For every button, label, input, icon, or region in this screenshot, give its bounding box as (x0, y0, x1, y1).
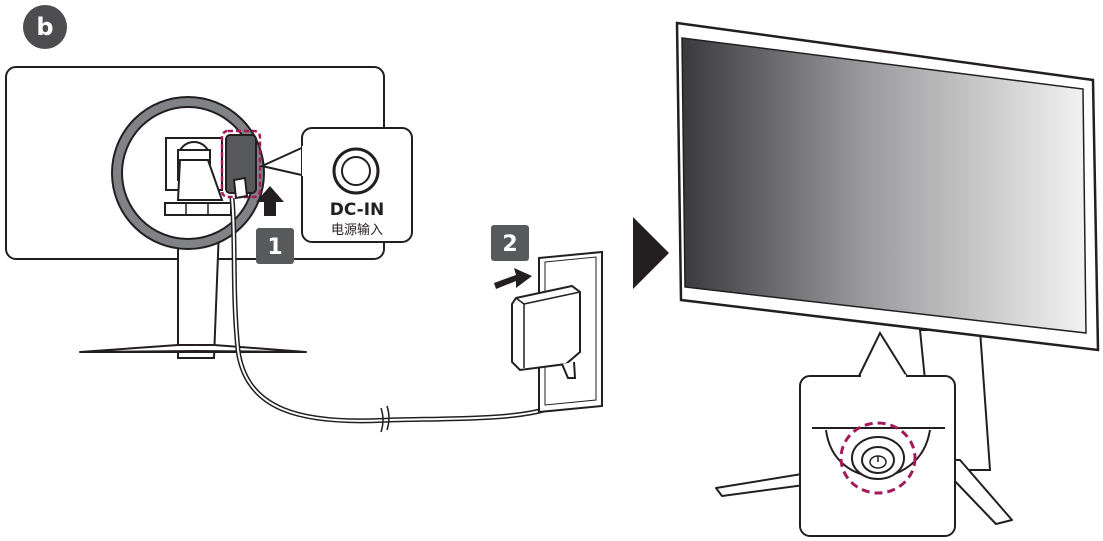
step-2-box (491, 225, 529, 261)
step-badge: b (23, 5, 67, 49)
step-2-label: 2 (502, 232, 517, 257)
arrow-up-icon (256, 186, 284, 216)
step-1-box (256, 228, 294, 264)
arrow-right-icon (494, 268, 532, 289)
port-label-cn: 电源输入 (331, 222, 383, 238)
step-1-label: 1 (267, 235, 282, 260)
port-highlight (220, 129, 262, 199)
monitor-rear-view: DC-IN 电源输入 1 (5, 66, 413, 424)
play-arrow-icon (633, 217, 669, 289)
port-label: DC-IN (330, 200, 385, 220)
monitor-screen (681, 37, 1087, 334)
badge-letter: b (36, 13, 53, 41)
power-adapter: 2 (380, 225, 603, 433)
power-button-highlight (839, 421, 917, 495)
monitor-front-view (675, 21, 1100, 537)
